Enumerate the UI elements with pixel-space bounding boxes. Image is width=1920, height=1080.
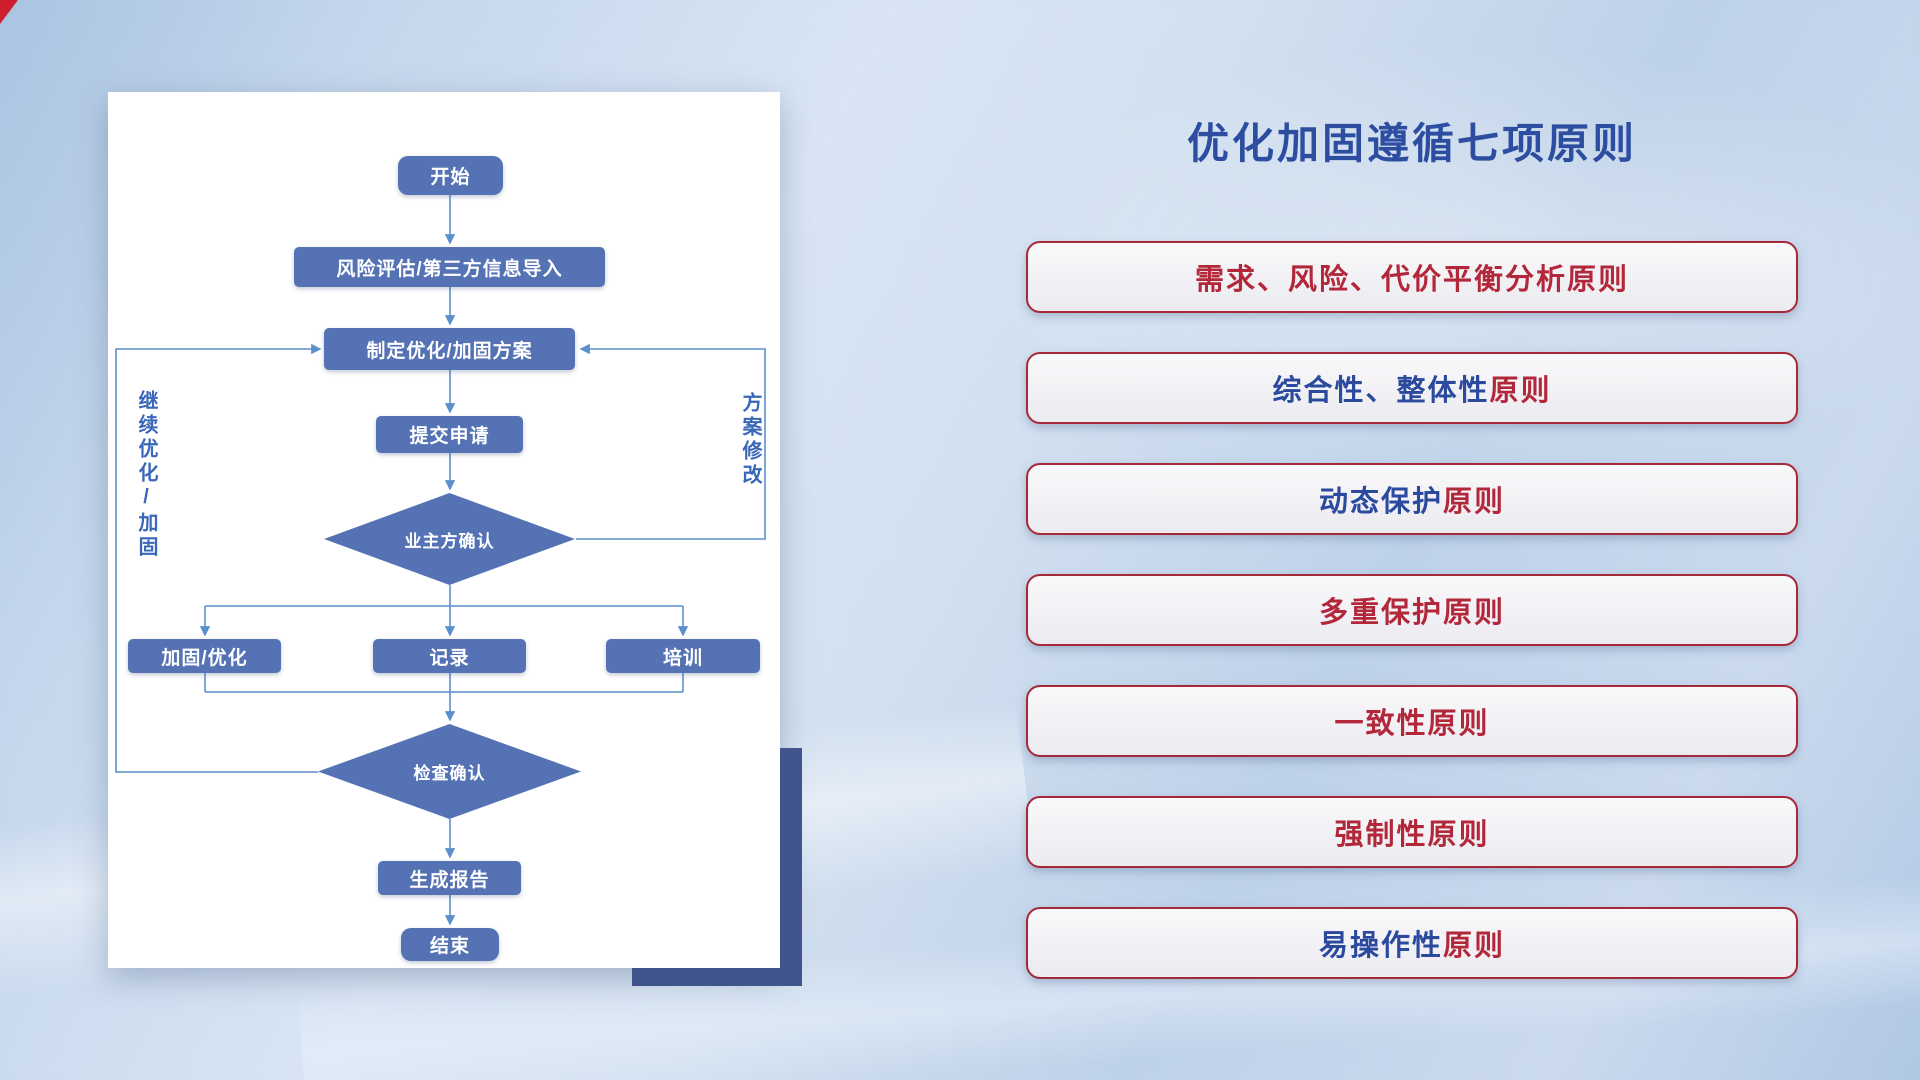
principle-text-segment: 原则 [1443, 930, 1506, 962]
principle-box: 强制性原则 [1026, 796, 1798, 868]
principle-box: 综合性、整体性原则 [1026, 352, 1798, 424]
flow-node-start: 开始 [398, 156, 503, 195]
loop-label-continue-optimize: 继续优化/加固 [135, 390, 157, 560]
principles-list: 需求、风险、代价平衡分析原则综合性、整体性原则动态保护原则多重保护原则一致性原则… [1026, 241, 1798, 979]
principle-text-segment: 需求、风险、代价平衡分析原则 [1194, 264, 1629, 296]
flow-node-reinforce: 加固/优化 [128, 639, 281, 673]
principle-box: 需求、风险、代价平衡分析原则 [1026, 241, 1798, 313]
principle-box: 多重保护原则 [1026, 574, 1798, 646]
principle-box: 一致性原则 [1026, 685, 1798, 757]
flow-node-record: 记录 [373, 639, 526, 673]
principle-text-segment: 原则 [1443, 486, 1506, 518]
principle-text-segment: 综合性、整体性 [1272, 375, 1490, 407]
flow-node-end: 结束 [401, 928, 499, 961]
flowchart-connectors [115, 195, 766, 926]
principle-text-segment: 易操作性 [1318, 930, 1443, 962]
principle-box: 易操作性原则 [1026, 907, 1798, 979]
flow-node-training: 培训 [606, 639, 760, 673]
loop-label-plan-revise: 方案修改 [739, 392, 761, 488]
flow-node-make-plan: 制定优化/加固方案 [324, 328, 575, 370]
principle-text-segment: 强制性原则 [1334, 819, 1490, 851]
principle-box: 动态保护原则 [1026, 463, 1798, 535]
principle-text-segment: 原则 [1489, 375, 1552, 407]
principle-text-segment: 多重保护原则 [1318, 597, 1505, 629]
flowchart-card: 开始 风险评估/第三方信息导入 制定优化/加固方案 提交申请 业主方确认 加固/… [108, 92, 780, 968]
corner-accent [0, 0, 18, 24]
page-title: 优化加固遵循七项原则 [1186, 120, 1637, 167]
flow-node-submit: 提交申请 [376, 416, 523, 453]
principle-text-segment: 动态保护 [1318, 486, 1443, 518]
flow-node-report: 生成报告 [378, 861, 521, 895]
flow-node-risk-import: 风险评估/第三方信息导入 [294, 247, 605, 287]
principle-text-segment: 一致性原则 [1334, 708, 1490, 740]
